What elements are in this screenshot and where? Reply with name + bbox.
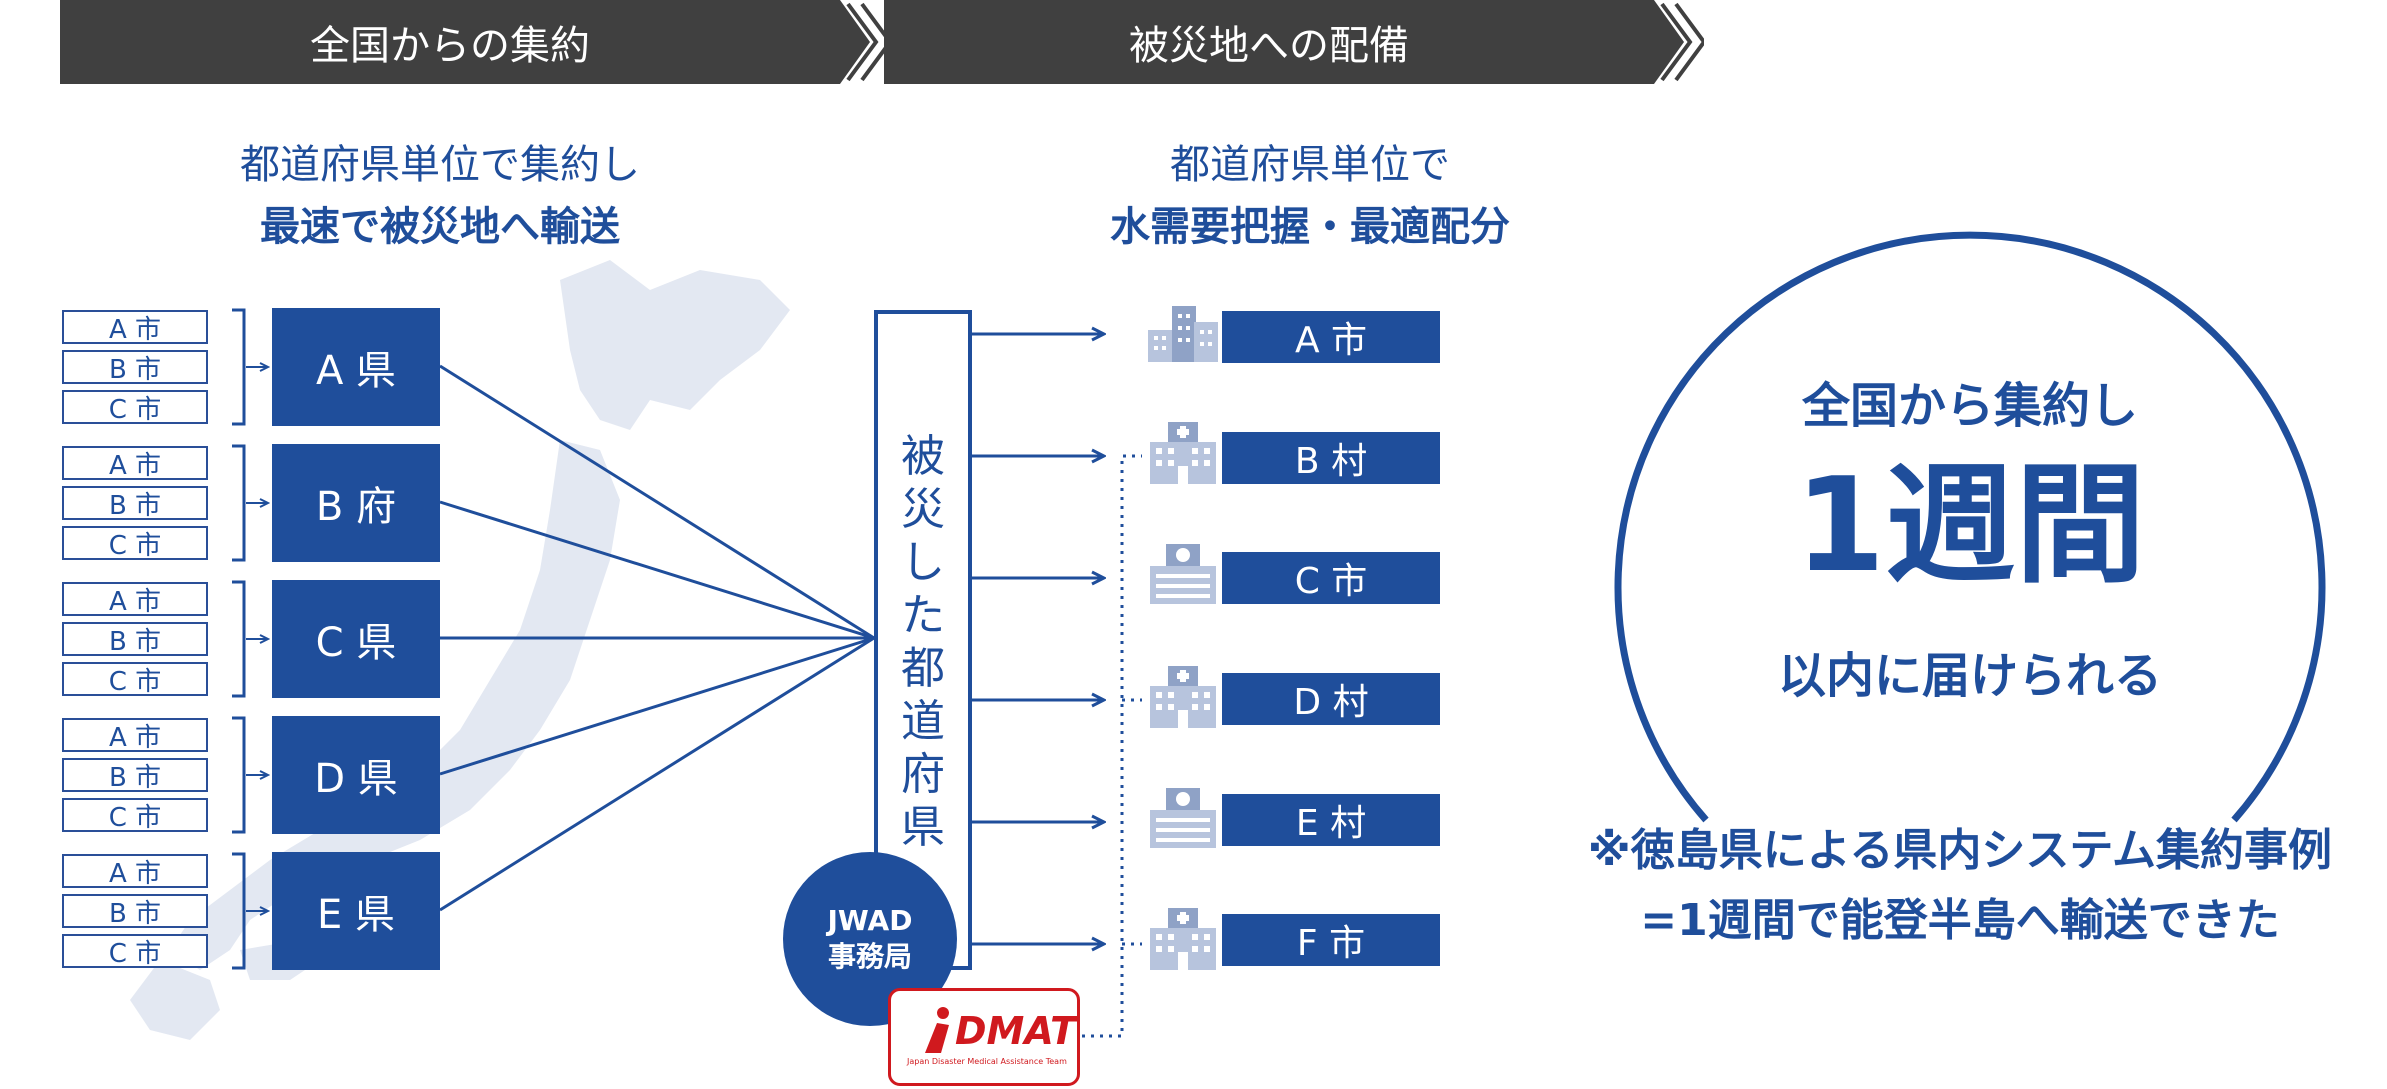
group1-city2: B 市 [62,350,208,385]
hub-char-1: 被 [901,431,945,482]
group2-city1: A 市 [62,446,208,481]
destination-e-village: E 村 [1222,794,1440,846]
left-caption-line2: 最速で被災地へ輸送 [260,204,620,250]
hub-char-2: 災 [901,484,945,535]
jwad-line2: 事務局 [827,940,912,973]
hospital-icon [1150,908,1216,970]
dmat-figure-icon [925,1007,949,1053]
left-chevrons-icon [790,0,890,84]
dmat-logo: DMAT Japan Disaster Medical Assistance T… [888,988,1080,1086]
group2-city3: C 市 [62,526,208,561]
case-note-line2: =1週間で能登半島へ輸送できた [1640,895,2280,946]
dmat-title: DMAT [955,1009,1077,1053]
destination-c-city: C 市 [1222,552,1440,604]
affected-prefecture-label: 被 災 し た 都 道 府 県 [874,430,972,854]
left-caption-line1: 都道府県単位で集約し [240,142,640,188]
left-caption: 都道府県単位で集約し 最速で被災地へ輸送 [150,134,730,258]
highlight-line1: 全国から集約し [1801,378,2138,434]
highlight-circle [1614,231,2326,823]
hub-char-5: 都 [901,643,945,694]
right-caption-line1: 都道府県単位で [1170,142,1450,188]
japan-map [130,260,790,1040]
right-chevrons-icon [1604,0,1704,84]
prefecture-d: D 県 [272,716,440,834]
group5-city2: B 市 [62,894,208,929]
left-banner: 全国からの集約 [60,0,840,84]
hub-char-3: し [901,537,945,588]
right-banner: 被災地への配備 [884,0,1654,84]
highlight-line2: 1週間 [1794,449,2146,601]
group1-city1: A 市 [62,310,208,345]
group5-city1: A 市 [62,854,208,889]
right-caption: 都道府県単位で 水需要把握・最適配分 [1000,134,1620,258]
hub-char-8: 県 [901,802,945,853]
prefecture-a: A 県 [272,308,440,426]
destination-d-village: D 村 [1222,673,1440,725]
hospital-icon [1150,422,1216,484]
hub-char-6: 道 [901,696,945,747]
jwad-line1: JWAD [827,904,913,937]
case-note: ※徳島県による県内システム集約事例 =1週間で能登半島へ輸送できた [1530,816,2387,956]
group3-city1: A 市 [62,582,208,617]
jwad-office-badge: JWAD 事務局 [783,852,957,1026]
group4-city3: C 市 [62,798,208,833]
prefecture-e: E 県 [272,852,440,970]
prefecture-c: C 県 [272,580,440,698]
destination-b-village: B 村 [1222,432,1440,484]
dmat-subtitle: Japan Disaster Medical Assistance Team [907,1057,1067,1066]
group4-city1: A 市 [62,718,208,753]
right-caption-line2: 水需要把握・最適配分 [1110,204,1510,250]
highlight-line3: 以内に届けられる [1777,648,2162,704]
group3-city3: C 市 [62,662,208,697]
prefecture-b: B 府 [272,444,440,562]
hub-char-7: 府 [901,749,945,800]
destination-f-city: F 市 [1222,914,1440,966]
group5-city3: C 市 [62,934,208,969]
group3-city2: B 市 [62,622,208,657]
office-building-icon [1148,306,1218,362]
clinic-icon [1150,544,1216,604]
group4-city2: B 市 [62,758,208,793]
case-note-line1: ※徳島県による県内システム集約事例 [1587,825,2333,876]
group1-city3: C 市 [62,390,208,425]
destination-a-city: A 市 [1222,311,1440,363]
hospital-icon [1150,666,1216,728]
hub-char-4: た [901,590,945,641]
group2-city2: B 市 [62,486,208,521]
clinic-icon [1150,788,1216,848]
